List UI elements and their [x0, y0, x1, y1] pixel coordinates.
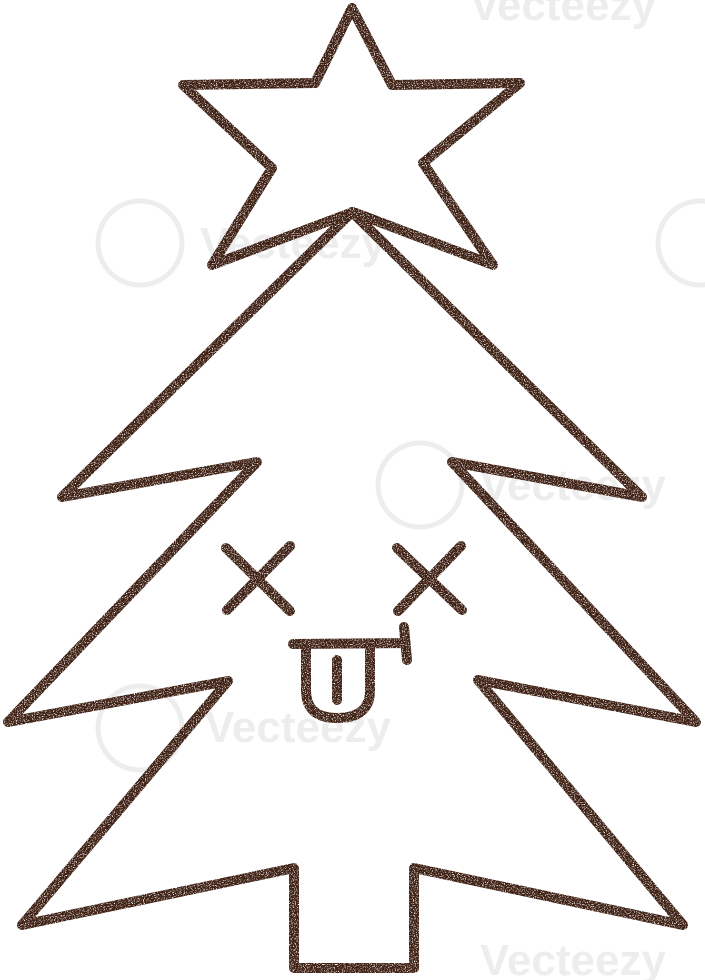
watermark-text: Vecteezy — [470, 0, 656, 30]
tongue — [301, 641, 375, 723]
right-x-eye — [392, 541, 467, 616]
charcoal-drawing — [3, 3, 701, 973]
mouth — [288, 622, 412, 665]
tree-body — [3, 207, 701, 973]
left-x-eye — [221, 541, 295, 616]
watermark-text: Vecteezy — [480, 936, 666, 980]
